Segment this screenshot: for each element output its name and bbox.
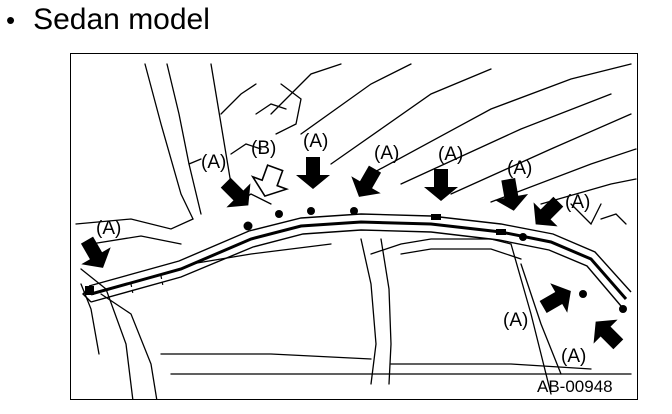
arrow-b-icon <box>250 164 290 198</box>
callout-label-a: (A) <box>303 131 328 152</box>
callout-label-a: (A) <box>374 143 399 164</box>
bolt-icon <box>519 233 527 241</box>
roof-rail-diagram: (A) (A) (B) (A) (A) (A) (A) (A) (A) (A) … <box>75 63 637 399</box>
arrow-a-icon <box>351 165 382 197</box>
arrow-a-icon <box>533 196 564 227</box>
figure-code: AB-00948 <box>537 377 613 396</box>
bolt-icon <box>496 229 506 235</box>
arrow-a-icon <box>424 169 458 201</box>
bolt-icon <box>579 290 587 298</box>
bolt-icon <box>243 221 253 231</box>
bolt-icon <box>275 210 283 218</box>
callout-label-a: (A) <box>438 144 463 165</box>
arrow-a-icon <box>80 236 111 268</box>
callout-label-b: (B) <box>251 138 276 159</box>
heading-title: Sedan model <box>33 3 210 36</box>
roof-rail-airbag <box>82 213 632 307</box>
bolt-icon <box>307 207 315 215</box>
bolt-icon <box>431 214 441 220</box>
arrows-a <box>80 157 624 350</box>
arrow-a-icon <box>296 157 330 189</box>
arrow-a-icon <box>494 178 529 211</box>
diagram-frame: (A) (A) (B) (A) (A) (A) (A) (A) (A) (A) … <box>70 53 638 400</box>
callout-label-a: (A) <box>565 192 590 213</box>
arrow-a-icon <box>220 177 251 208</box>
bolt-markers <box>85 207 627 313</box>
arrow-a-icon <box>539 283 571 314</box>
callout-label-a: (A) <box>201 152 226 173</box>
bolt-icon <box>619 305 627 313</box>
callout-label-a: (A) <box>503 310 528 331</box>
callout-label-a: (A) <box>561 346 586 367</box>
bolt-icon <box>85 286 94 295</box>
bolt-icon <box>350 207 358 215</box>
callout-label-a: (A) <box>96 218 121 239</box>
arrow-a-icon <box>593 319 624 350</box>
callout-label-a: (A) <box>507 158 532 179</box>
section-heading: • Sedan model <box>6 0 210 40</box>
bullet-icon: • <box>6 5 16 35</box>
vehicle-outline <box>75 63 637 399</box>
